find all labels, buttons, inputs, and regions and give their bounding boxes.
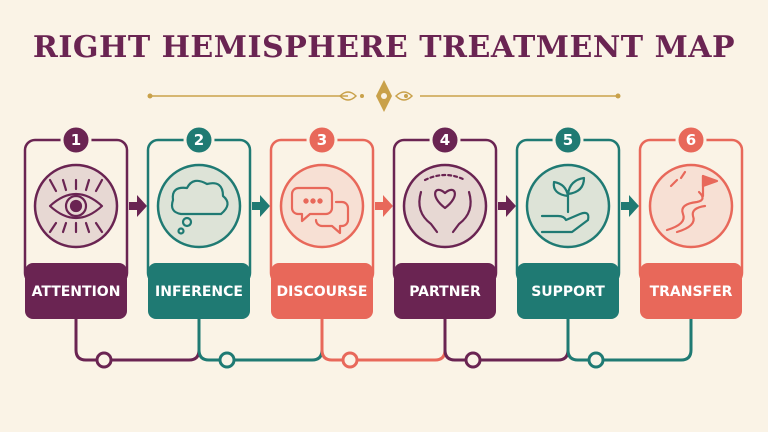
label-block: [517, 263, 619, 319]
flow-arrow: [252, 195, 270, 217]
title-divider: [147, 80, 621, 112]
icon-circle: [648, 163, 734, 249]
label-block: [271, 263, 373, 319]
path-flag-icon: [665, 170, 719, 234]
flow-arrow: [375, 195, 393, 217]
eye-icon: [48, 178, 104, 234]
flow-arrow: [621, 195, 639, 217]
step-number: 2: [194, 131, 204, 149]
speech-bubbles-icon: [290, 186, 350, 235]
bottom-connector: [74, 319, 693, 369]
hands-heart-icon: [418, 173, 472, 234]
label-block: [640, 263, 742, 319]
step-number: 4: [440, 131, 450, 149]
step-badge: [675, 124, 707, 156]
flow-arrow: [129, 195, 147, 217]
icon-circle: [402, 163, 488, 249]
thought-cloud-icon: [170, 179, 229, 235]
step-number: 5: [563, 131, 573, 149]
step-label: INFERENCE: [155, 284, 243, 300]
step-label: DISCOURSE: [277, 284, 368, 300]
step-number: 3: [317, 131, 327, 149]
connector-node: [464, 351, 482, 369]
step-number: 6: [686, 131, 696, 149]
label-block: [394, 263, 496, 319]
connector-node: [341, 351, 359, 369]
step-label: SUPPORT: [531, 284, 605, 300]
connector-node: [95, 351, 113, 369]
step-badge: [60, 124, 92, 156]
step-label: TRANSFER: [650, 284, 733, 300]
label-block: [25, 263, 127, 319]
page-title: RIGHT HEMISPHERE TREATMENT MAP: [32, 30, 736, 65]
label-block: [148, 263, 250, 319]
connector-node: [218, 351, 236, 369]
step-label: PARTNER: [409, 284, 481, 300]
step-label: ATTENTION: [32, 284, 121, 300]
step-badge: [183, 124, 215, 156]
connector-node: [587, 351, 605, 369]
step-badge: [429, 124, 461, 156]
hand-sprout-icon: [540, 176, 590, 234]
step-badge: [306, 124, 338, 156]
flow-arrow: [498, 195, 516, 217]
icon-circle: [279, 163, 365, 249]
step-badge: [552, 124, 584, 156]
step-number: 1: [71, 131, 81, 149]
